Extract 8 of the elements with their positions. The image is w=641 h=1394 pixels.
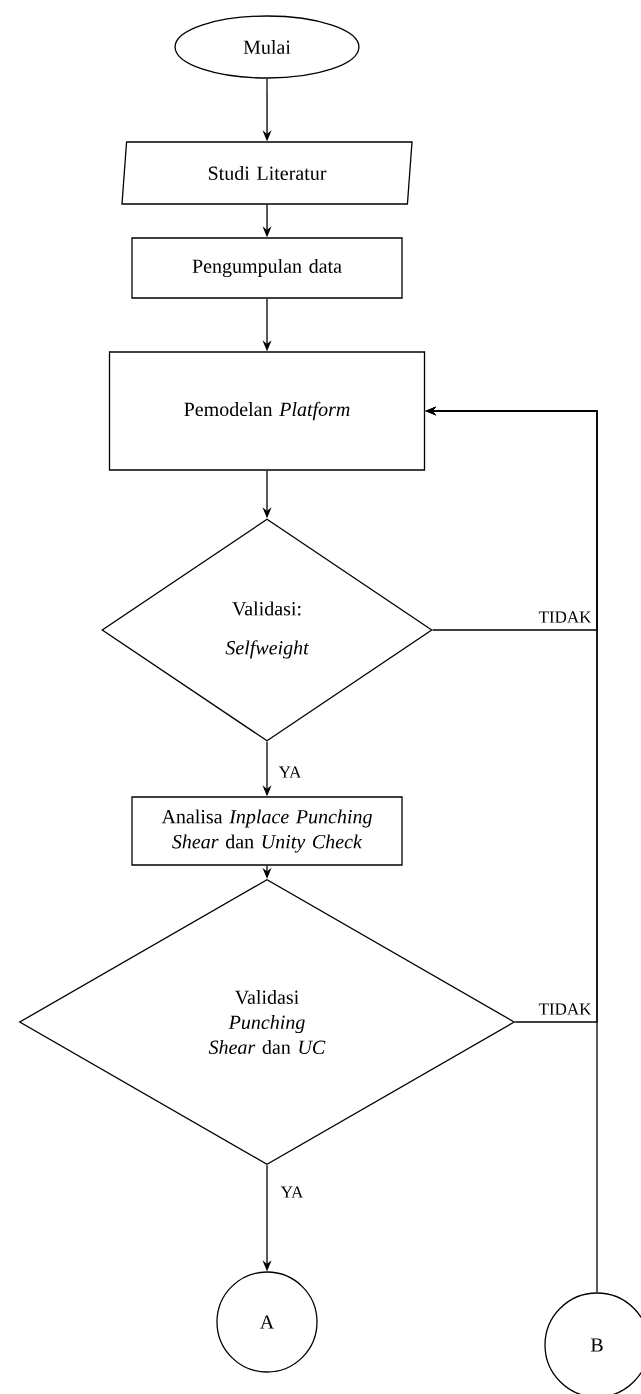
process-box: Analisa Inplace Punching Shear dan Unity Check: [131, 796, 403, 866]
input-parallelogram: Studi Literatur: [121, 141, 413, 205]
edge-label: YA: [279, 1185, 305, 1199]
edge-label: YA: [277, 765, 303, 779]
process-box: Pemodelan Platform: [108, 351, 426, 471]
edge-label: TIDAK: [537, 1002, 593, 1016]
process-box: Pengumpulan data: [131, 237, 403, 299]
edge-label: TIDAK: [537, 610, 593, 624]
